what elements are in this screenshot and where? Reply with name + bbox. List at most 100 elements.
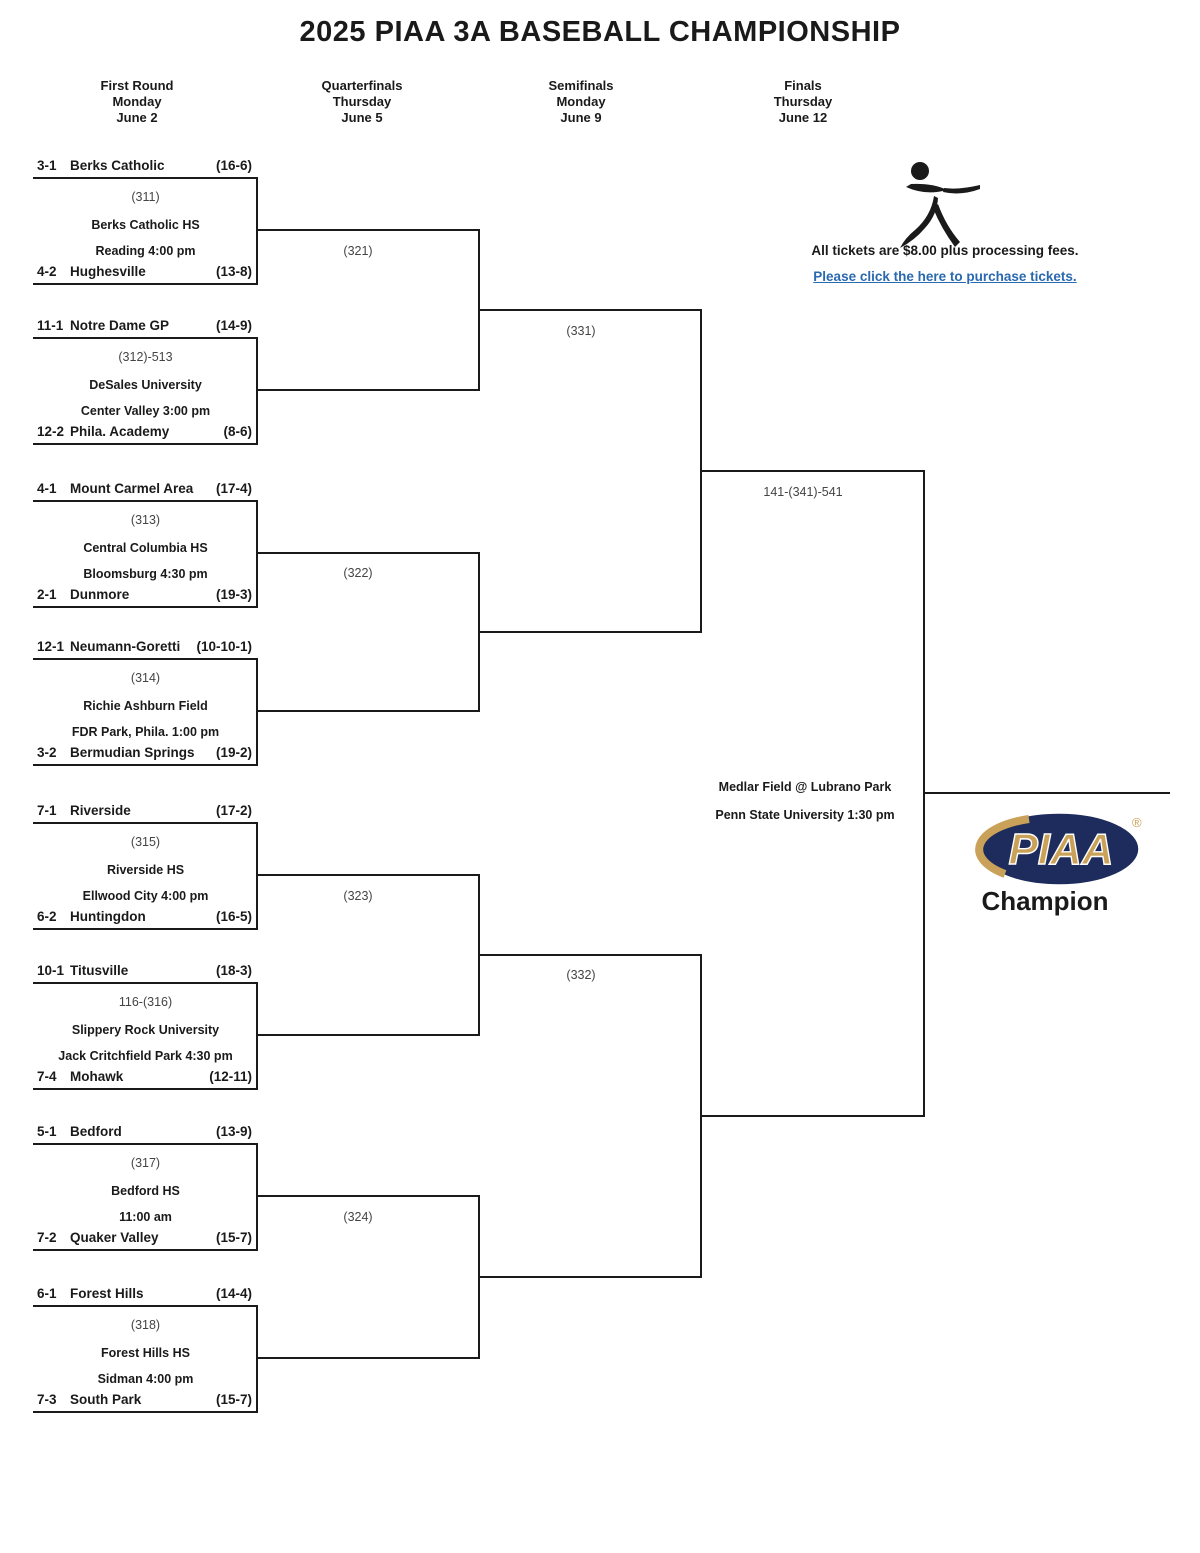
game-city-time: Center Valley 3:00 pm [80,404,211,418]
match-312: 11-1 Notre Dame GP (14-9) (312)-513 DeSa… [33,318,258,445]
game-venue: Slippery Rock University [71,1023,220,1037]
bracket-line [33,928,258,930]
ticket-link-wrap: Please click the here to purchase ticket… [810,269,1080,284]
round-date: June 2 [116,110,158,125]
bracket-line [33,1249,258,1251]
game-number: (318) [130,1318,161,1332]
team-seed: 12-2 [37,424,65,439]
bracket-line [258,389,480,391]
round-date: June 12 [778,110,828,125]
bracket-line [258,1357,480,1359]
bracket-connector [256,1305,258,1413]
team-seed: 10-1 [37,963,65,978]
team-seed: 3-2 [37,745,57,760]
bracket-line [33,822,258,824]
round-header-quarterfinals: Quarterfinals Thursday June 5 [297,78,427,126]
game-number: (324) [343,1210,373,1224]
match-313: 4-1 Mount Carmel Area (17-4) (313) Centr… [33,481,258,608]
team-name: Neumann-Goretti [70,639,181,654]
team-name: Mohawk [70,1069,124,1084]
team-record: (17-4) [215,481,252,496]
bracket-connector [700,309,702,633]
bracket-line [33,982,258,984]
team-row: 6-1 Forest Hills (14-4) [33,1286,258,1301]
bracket-connector [478,552,480,712]
team-name: Titusville [70,963,129,978]
round-day: Monday [112,94,162,109]
team-row: 4-1 Mount Carmel Area (17-4) [33,481,258,496]
game-city-time: Ellwood City 4:00 pm [82,889,209,903]
team-record: (16-5) [215,909,252,924]
bracket-line [33,177,258,179]
team-record: (19-2) [215,745,252,760]
game-number: (312)-513 [118,350,173,364]
team-record: (8-6) [223,424,252,439]
ticket-info: All tickets are $8.00 plus processing fe… [811,243,1079,258]
bracket-connector [256,982,258,1090]
team-record: (10-10-1) [196,639,252,654]
purchase-tickets-link[interactable]: Please click the here to purchase ticket… [813,269,1077,284]
team-name: Notre Dame GP [70,318,170,333]
team-seed: 6-2 [37,909,57,924]
team-seed: 3-1 [37,158,57,173]
bracket-line [33,1143,258,1145]
game-city-time: Bloomsburg 4:30 pm [83,567,208,581]
bracket-line [33,443,258,445]
bracket-line [480,309,702,311]
bracket-connector [478,1195,480,1359]
team-row: 7-4 Mohawk (12-11) [33,1069,258,1084]
round-name: Semifinals [548,78,614,93]
team-record: (18-3) [215,963,252,978]
team-seed: 7-3 [37,1392,57,1407]
team-row: 5-1 Bedford (13-9) [33,1124,258,1139]
piaa-logo-text: PIAA [1008,825,1113,874]
bracket-line [33,500,258,502]
game-number: (321) [343,244,373,258]
bracket-line [258,1195,480,1197]
baseball-batter-icon [900,162,980,248]
team-seed: 7-4 [37,1069,57,1084]
round-day: Monday [556,94,606,109]
team-record: (15-7) [215,1392,252,1407]
game-number: 116-(316) [118,995,173,1009]
bracket-line [480,631,702,633]
bracket-connector [256,500,258,608]
bracket-line [33,1411,258,1413]
bracket-line [258,229,480,231]
game-venue: Berks Catholic HS [91,218,200,232]
bracket-connector [256,177,258,285]
round-header-finals: Finals Thursday June 12 [738,78,868,126]
bracket-connector [256,822,258,930]
bracket-line [33,283,258,285]
team-seed: 7-1 [37,803,57,818]
team-row: 2-1 Dunmore (19-3) [33,587,258,602]
team-name: Dunmore [70,587,130,602]
game-number: (311) [131,190,160,204]
game-venue: Bedford HS [111,1184,180,1198]
team-record: (19-3) [215,587,252,602]
game-number: 141-(341)-541 [763,485,843,499]
bracket-connector [256,1143,258,1251]
game-number: (314) [130,671,161,685]
team-name: South Park [70,1392,142,1407]
team-name: Phila. Academy [70,424,170,439]
team-row: 4-2 Hughesville (13-8) [33,264,258,279]
team-record: (16-6) [215,158,252,173]
registered-mark: ® [1132,815,1142,830]
game-venue: Forest Hills HS [101,1346,190,1360]
bracket-line [33,1088,258,1090]
team-record: (12-11) [209,1069,252,1084]
team-seed: 2-1 [37,587,57,602]
match-315: 7-1 Riverside (17-2) (315) Riverside HS … [33,803,258,930]
bracket-line [33,1305,258,1307]
bracket-line [33,658,258,660]
round-header-first-round: First Round Monday June 2 [72,78,202,126]
finals-venue: Medlar Field @ Lubrano Park [718,780,892,794]
bracket-line [258,1034,480,1036]
match-314: 12-1 Neumann-Goretti (10-10-1) (314) Ric… [33,639,258,766]
bracket-line [480,954,702,956]
bracket-connector [256,337,258,445]
team-name: Riverside [70,803,131,818]
team-seed: 4-2 [37,264,57,279]
team-name: Bermudian Springs [70,745,195,760]
